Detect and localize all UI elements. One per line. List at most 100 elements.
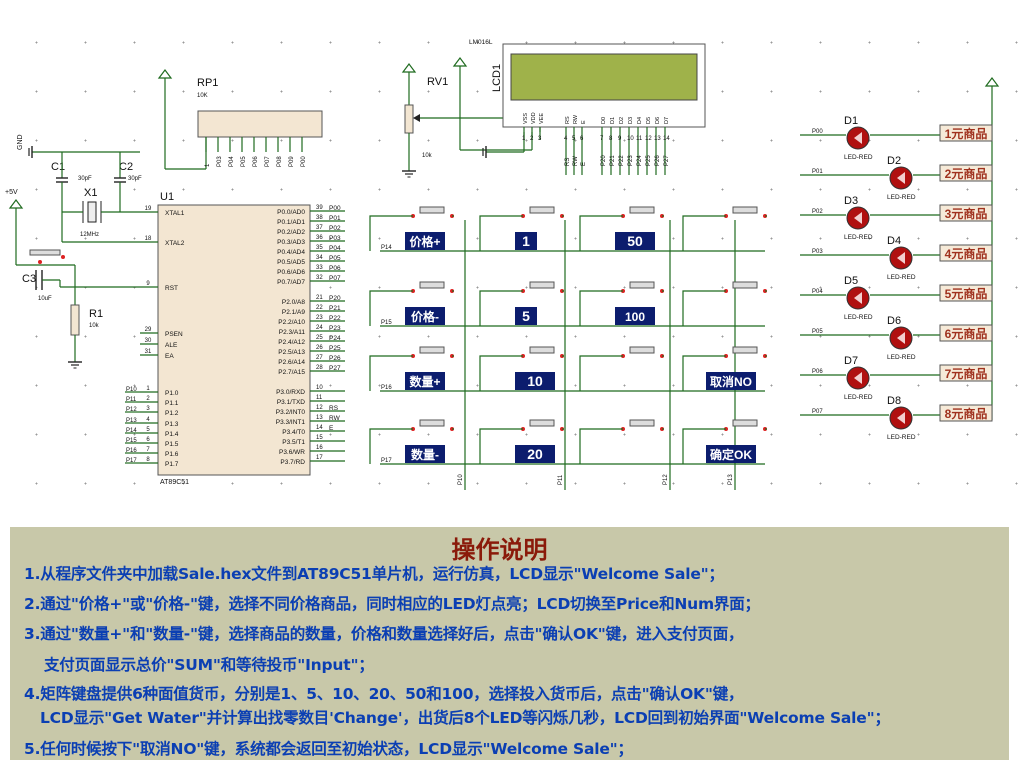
- u1-right-pin-name: P3.5/T1: [282, 439, 305, 446]
- lcd-pin-name: VDD: [531, 112, 537, 124]
- lcd-pin-num: 12: [645, 136, 652, 142]
- rp1-pin-label: P09: [289, 156, 295, 167]
- u1-right-net: P06: [329, 265, 341, 272]
- lcd-pin-name: D6: [655, 117, 661, 124]
- keypad-switch-icon: [732, 419, 758, 427]
- keypad-switch-wire: [479, 355, 523, 391]
- u1-right-pin-num: 32: [316, 275, 323, 281]
- x1-crystal-icon: [87, 201, 97, 223]
- lcd-net-label: P22: [619, 155, 625, 166]
- keypad-switch-icon: [529, 346, 555, 354]
- u1-right-pin-name: P0.0/AD0: [277, 209, 305, 216]
- keypad-key-label: 20: [527, 446, 543, 462]
- u1-right-pin-name: P2.0/A8: [282, 299, 306, 306]
- u1-right-pin-name: P0.7/AD7: [277, 279, 305, 286]
- u1-right-net: P20: [329, 295, 341, 302]
- lcd-net-label: P27: [664, 155, 670, 166]
- keypad-switch-icon: [419, 419, 445, 427]
- u1-left-pin-num: 30: [145, 338, 152, 344]
- keypad-key-label: 10: [527, 373, 543, 389]
- u1-left-pin-name: P1.7: [165, 461, 179, 468]
- keypad-key-label-bg: [615, 232, 655, 250]
- u1-right-pin-num: 14: [316, 425, 323, 431]
- u1-right-pin-num: 27: [316, 355, 323, 361]
- led-ref: D1: [844, 115, 858, 127]
- keypad-col-net: P11: [558, 474, 564, 485]
- instruction-line-3-cont: 支付页面显示总价"SUM"和等待投币"Input"；: [44, 656, 374, 674]
- u1-right-pin-name: P2.7/A15: [278, 369, 305, 376]
- led-label: 2元商品: [945, 166, 988, 181]
- reset-button-icon: [29, 249, 61, 256]
- led-net-label: P01: [812, 169, 823, 175]
- u1-right-pin-num: 23: [316, 315, 323, 321]
- u1-right-net: P00: [329, 205, 341, 212]
- keypad-switch-wire: [479, 290, 523, 326]
- led-net-label: P03: [812, 249, 823, 255]
- led-label: 7元商品: [945, 366, 988, 381]
- lcd-pin-num: 4: [564, 136, 568, 142]
- u1-right-pin-name: P2.2/A10: [278, 319, 305, 326]
- keypad-switch-wire: [682, 290, 726, 326]
- keypad-key-label: 5: [522, 308, 530, 324]
- u1-left-pin-name: P1.6: [165, 451, 179, 458]
- x1-value: 12MHz: [80, 232, 99, 238]
- rp1-pin-label: P03: [217, 156, 223, 167]
- lcd-net-label: P23: [628, 155, 634, 166]
- u1-left-pin-num: 18: [145, 236, 152, 242]
- c3-ref: C3: [22, 273, 36, 285]
- keypad-col-net: P10: [458, 474, 464, 485]
- u1-left-pin-name: P1.0: [165, 390, 179, 397]
- u1-left-net: P13: [126, 418, 137, 424]
- lcd-net-label: P26: [655, 155, 661, 166]
- rp1-vcc-icon: [157, 69, 173, 79]
- u1-right-pin-name: P2.4/A12: [278, 339, 305, 346]
- u1-left-pin-num: 29: [145, 327, 152, 333]
- u1-right-pin-name: P3.4/T0: [282, 429, 305, 436]
- keypad-col-net: P13: [728, 474, 734, 485]
- u1-left-pin-name: ALE: [165, 342, 178, 349]
- u1-right-net: P05: [329, 255, 341, 262]
- lcd-vdd-icon: [452, 57, 468, 67]
- led-part: LED-RED: [844, 394, 873, 401]
- u1-right-net: P07: [329, 275, 341, 282]
- u1-left-pin-num: 8: [146, 457, 150, 463]
- lcd-pin-num: 7: [600, 136, 604, 142]
- c1-value: 30pF: [78, 176, 92, 182]
- lcd-pin-num: 6: [580, 136, 584, 142]
- u1-left-pin-name: P1.3: [165, 421, 179, 428]
- u1-right-pin-name: P2.1/A9: [282, 309, 306, 316]
- keypad-key-label: 1: [522, 233, 530, 249]
- led-part: LED-RED: [844, 234, 873, 241]
- u1-right-net: RW: [329, 415, 341, 422]
- u1-right-net: P23: [329, 325, 341, 332]
- led-net-label: P06: [812, 369, 823, 375]
- u1-right-pin-name: P3.7/RD: [280, 459, 305, 466]
- u1-left-pin-name: RST: [165, 285, 178, 292]
- keypad-switch-icon: [419, 206, 445, 214]
- keypad-switch-wire: [479, 428, 523, 464]
- u1-right-pin-name: P0.6/AD6: [277, 269, 305, 276]
- rv1-ref: RV1: [427, 76, 448, 88]
- vcc-icon: [8, 199, 24, 209]
- u1-right-pin-num: 24: [316, 325, 323, 331]
- lcd-net-label: RW: [573, 156, 579, 166]
- u1-right-pin-num: 10: [316, 385, 323, 391]
- led-label: 1元商品: [945, 126, 988, 141]
- led-part: LED-RED: [887, 434, 916, 441]
- led-ref: D3: [844, 195, 858, 207]
- lcd-pin-num: 3: [538, 136, 542, 142]
- u1-left-pin-num: 4: [146, 417, 150, 423]
- u1-part: AT89C51: [160, 479, 189, 486]
- keypad-switch-icon: [629, 419, 655, 427]
- lcd-pin-num: 10: [627, 136, 634, 142]
- lcd-pin-name: E: [581, 120, 587, 124]
- led-part: LED-RED: [844, 154, 873, 161]
- instruction-line-2: 2.通过"价格+"或"价格-"键，选择不同价格商品，同时相应的LED灯点亮；LC…: [24, 595, 760, 613]
- u1-right-net: P01: [329, 215, 341, 222]
- keypad-key-label: 50: [627, 233, 643, 249]
- r1-value: 10k: [89, 323, 100, 329]
- rv1-value: 10k: [422, 153, 433, 159]
- led-ref: D5: [844, 275, 858, 287]
- keypad-key-label: 数量-: [411, 447, 439, 462]
